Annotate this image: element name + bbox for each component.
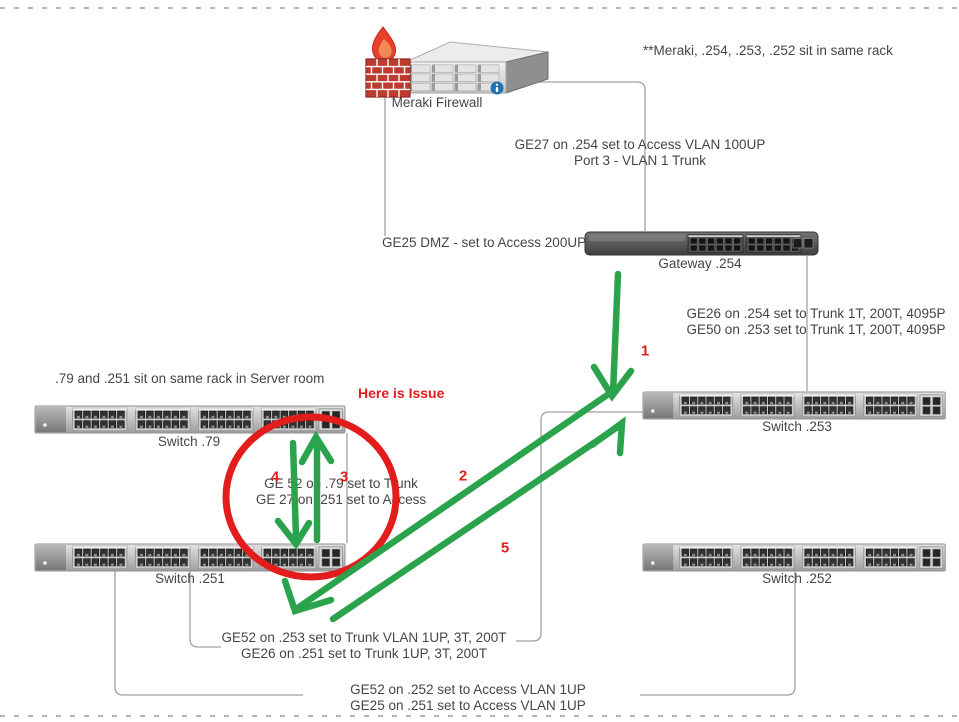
flow-number-5: 5 [500, 539, 510, 557]
switch79-label: Switch .79 [157, 434, 221, 449]
gateway-254-device[interactable] [584, 231, 819, 256]
flow-number-4: 4 [270, 468, 280, 486]
meraki-firewall-device[interactable] [365, 26, 549, 98]
flow-number-2: 2 [458, 467, 468, 485]
switch-252-device[interactable] [643, 544, 945, 571]
link-label-line: GE26 on .254 set to Trunk 1T, 200T, 4095… [686, 306, 946, 321]
connector-firewall-gateway [508, 81, 646, 231]
link-label-ge27: GE27 on .254 set to Access VLAN 100UP Po… [515, 137, 766, 168]
switch251-label: Switch .251 [155, 571, 225, 586]
flow-number-3: 3 [339, 468, 349, 486]
server-room-note: .79 and .251 sit on same rack in Server … [55, 371, 325, 386]
connector-lines [114, 81, 808, 696]
connector-trunktext-switch253 [516, 411, 646, 642]
switch-251-device[interactable] [35, 544, 345, 571]
link-label-ge26: GE26 on .254 set to Trunk 1T, 200T, 4095… [687, 306, 946, 337]
switch252-label: Switch .252 [762, 571, 832, 586]
link-label-line: Port 3 - VLAN 1 Trunk [573, 152, 707, 168]
connector-accesstext-switch252 [640, 567, 796, 696]
brick-wall-icon [365, 58, 411, 98]
flame-icon [371, 26, 397, 63]
link-label-line: GE 27 on .251 set to Access [255, 491, 427, 507]
info-icon[interactable] [490, 81, 504, 95]
gateway-label: Gateway .254 [658, 256, 742, 271]
server-chassis [405, 41, 549, 94]
switch253-label: Switch .253 [762, 419, 832, 434]
link-label-line: GE27 on .254 set to Access VLAN 100UP [514, 137, 766, 152]
switch-253-device[interactable] [643, 392, 945, 419]
connector-switch251-accesstext [114, 567, 303, 696]
switch-79-device[interactable] [35, 406, 345, 433]
connector-switch251-trunktext [189, 567, 221, 648]
link-label-access-bottom: GE52 on .252 set to Access VLAN 1UP GE25… [350, 682, 586, 713]
flow-number-1: 1 [640, 342, 650, 360]
rack-note: **Meraki, .254, .253, .252 sit in same r… [643, 43, 893, 58]
link-label-line: GE52 on .253 set to Trunk VLAN 1UP, 3T, … [221, 630, 507, 645]
link-label-ge25: GE25 DMZ - set to Access 200UP [382, 235, 587, 250]
link-label-line: GE26 on .251 set to Trunk 1UP, 3T, 200T [241, 645, 487, 661]
issue-note: Here is Issue [358, 385, 445, 401]
firewall-label: Meraki Firewall [391, 95, 483, 110]
link-label-line: GE50 on .253 set to Trunk 1T, 200T, 4095… [686, 321, 946, 337]
link-label-line: GE25 on .251 set to Access VLAN 1UP [350, 697, 586, 713]
link-label-line: GE52 on .252 set to Access VLAN 1UP [350, 682, 586, 697]
link-label-trunk-bottom: GE52 on .253 set to Trunk VLAN 1UP, 3T, … [222, 630, 507, 661]
